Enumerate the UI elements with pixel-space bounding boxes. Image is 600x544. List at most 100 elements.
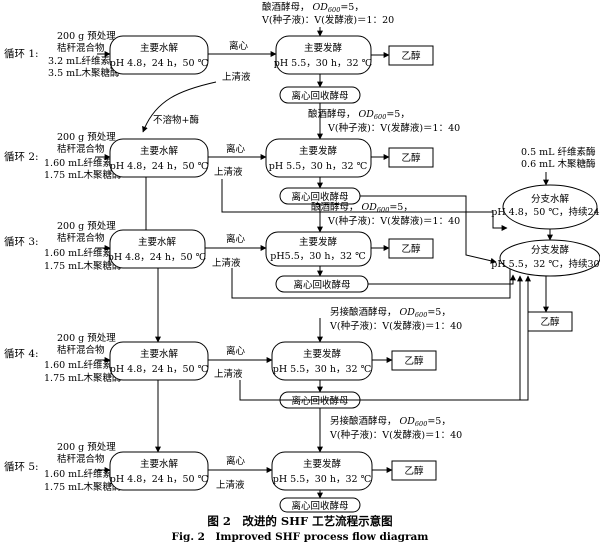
cycle-5-inoculum-yeast: 另接酿酒酵母，OD600=5， xyxy=(330,415,451,428)
cycle-5-fermentation-box xyxy=(271,451,373,491)
cycle-3-cellulase: 1.60 mL纤维素酶 xyxy=(44,247,122,259)
cycle-4-ethanol: 乙醇 xyxy=(404,355,424,367)
cycle-2-feed-line2: 秸秆混合物 xyxy=(57,143,105,155)
cycle-4-inoculum-yeast: 另接酿酒酵母，OD600=5， xyxy=(330,306,451,319)
cycle-1-ethanol: 乙醇 xyxy=(401,50,421,62)
cycle-4-centrifuge-label: 离心 xyxy=(226,345,246,357)
cycle-4-ethanol-box xyxy=(391,350,437,371)
cycle-2-label: 循环 2: xyxy=(4,150,39,163)
cycle-4-hydrolysis-title: 主要水解 xyxy=(140,348,179,360)
cycle-5-supernatant: 上清液 xyxy=(216,479,245,491)
cycle-1-xylanase: 3.5 mL木聚糖酶 xyxy=(48,67,120,79)
cycle-5-xylanase: 1.75 mL木聚糖酶 xyxy=(44,481,122,493)
cycle-1-recovery: 离心回收酵母 xyxy=(291,90,348,102)
cycle-4-xylanase: 1.75 mL木聚糖酶 xyxy=(44,372,122,384)
cycle-3-fermentation-title: 主要发酵 xyxy=(299,236,338,248)
cycle-3-recovery: 离心回收酵母 xyxy=(293,279,350,291)
cycle-3-supernatant: 上清液 xyxy=(212,257,241,269)
cycle-4-feed-line1: 200 g 预处理 xyxy=(57,332,116,344)
cycle-4-hydrolysis-box xyxy=(109,341,209,381)
cycle-3-inoculum-ratio: V(种子液)：V(发酵液)＝1：40 xyxy=(327,215,460,227)
cycle-4-fermentation-condition: pH 5.5，30 h，32 ℃ xyxy=(273,364,372,375)
cycle-1-ethanol-box xyxy=(388,45,434,66)
cycle-4-inoculum-ratio: V(种子液)：V(发酵液)＝1：40 xyxy=(329,320,462,332)
branch-enzyme-cellulase: 0.5 mL 纤维素酶 xyxy=(521,146,596,158)
cycle-3-centrifuge-label: 离心 xyxy=(226,233,246,245)
cycle-1-inoculum-yeast: 酿酒酵母，OD600=5， xyxy=(262,1,364,14)
cycle-1-supernatant: 上清液 xyxy=(222,71,251,83)
cycle-2-recovery: 离心回收酵母 xyxy=(291,191,348,203)
cycle-1-cellulase: 3.2 mL纤维素酶 xyxy=(48,55,120,67)
cycle-1-hydrolysis-condition: pH 4.8，24 h，50 ℃ xyxy=(110,58,209,69)
cycle-3-fermentation-box xyxy=(265,231,372,267)
cycle-5-fermentation-title: 主要发酵 xyxy=(303,458,342,470)
cycle-2-ethanol: 乙醇 xyxy=(401,152,421,164)
cycle-3-inoculum-yeast: 酿酒酵母，OD600=5， xyxy=(311,201,413,214)
cycle-5-feed-line2: 秸秆混合物 xyxy=(57,453,105,465)
cycle-2-centrifuge-label: 离心 xyxy=(226,143,246,155)
cycle-3-fermentation-condition: pH5.5，30 h，32 ℃ xyxy=(270,251,366,262)
cycle-2-ethanol-box xyxy=(388,147,434,168)
branch-enzyme-xylanase: 0.6 mL 木聚糖酶 xyxy=(521,158,596,170)
cycle-1-feed-line2: 秸秆混合物 xyxy=(57,42,105,54)
cycle-3-hydrolysis-title: 主要水解 xyxy=(138,236,177,248)
cycle-5-label: 循环 5: xyxy=(4,460,39,473)
cycle-4-supernatant: 上清液 xyxy=(214,368,243,380)
cycle-4-recovery: 离心回收酵母 xyxy=(291,395,348,407)
cycle-5-hydrolysis-box xyxy=(109,451,209,491)
cycle-1-centrifuge-label: 离心 xyxy=(229,40,249,52)
cycle-5-cellulase: 1.60 mL纤维素酶 xyxy=(44,468,122,480)
cycle-2-hydrolysis-box xyxy=(109,138,209,178)
cycle-5-ethanol-box xyxy=(391,460,437,481)
cycle-3-hydrolysis-condition: pH 4.8，24 h，50 ℃ xyxy=(108,252,207,263)
cycle-3-feed-line1: 200 g 预处理 xyxy=(57,220,116,232)
branch-hydrolysis-condition: pH 4.8，50 ℃，持续24 h xyxy=(491,206,600,218)
cycle-2-xylanase: 1.75 mL木聚糖酶 xyxy=(44,169,122,181)
branch-hydrolysis-title: 分支水解 xyxy=(531,193,570,205)
cycle-5-feed-line1: 200 g 预处理 xyxy=(57,441,116,453)
cycle-2-supernatant: 上清液 xyxy=(214,166,243,178)
cycle-5-ethanol: 乙醇 xyxy=(404,465,424,477)
cycle-5-hydrolysis-title: 主要水解 xyxy=(140,458,179,470)
cycle-4-label: 循环 4: xyxy=(4,347,39,360)
cycle-1-hydrolysis-box xyxy=(109,35,209,75)
cycle-2-fermentation-box xyxy=(265,138,372,178)
cycle-2-fermentation-condition: pH 5.5，30 h，32 ℃ xyxy=(269,161,368,172)
cycle-2-hydrolysis-condition: pH 4.8，24 h，50 ℃ xyxy=(110,161,209,172)
cycle-1-hydrolysis-title: 主要水解 xyxy=(140,42,179,54)
cycle-3-xylanase: 1.75 mL木聚糖酶 xyxy=(44,260,122,272)
cycle-2-cellulase: 1.60 mL纤维素酶 xyxy=(44,157,122,169)
cycle-2-hydrolysis-title: 主要水解 xyxy=(140,145,179,157)
cycle-1-fermentation-title: 主要发酵 xyxy=(304,42,343,54)
cycle-2-inoculum-yeast: 酿酒酵母，OD600=5， xyxy=(308,108,410,121)
cycle-5-centrifuge-label: 离心 xyxy=(226,455,246,467)
cycle-5-recovery-box xyxy=(279,497,361,513)
cycle-3-feed-line2: 秸秆混合物 xyxy=(57,232,105,244)
cycle-2-inoculum-ratio: V(种子液)：V(发酵液)＝1：40 xyxy=(327,122,460,134)
cycle-3-ethanol-box xyxy=(388,238,434,259)
cycle-4-fermentation-box xyxy=(271,341,373,381)
cycle-2-feed-line1: 200 g 预处理 xyxy=(57,131,116,143)
cycle-5-fermentation-condition: pH 5.5，30 h，32 ℃ xyxy=(273,474,372,485)
cycle-4-hydrolysis-condition: pH 4.8，24 h，50 ℃ xyxy=(110,364,209,375)
cycle-1-label: 循环 1: xyxy=(4,47,39,60)
cycle-1-insoluble-enzyme: 不溶物+酶 xyxy=(153,114,199,126)
branch-fermentation-title: 分支发酵 xyxy=(531,244,570,256)
cycle-5-hydrolysis-condition: pH 4.8，24 h，50 ℃ xyxy=(110,474,209,485)
cycle-2-fermentation-title: 主要发酵 xyxy=(299,145,338,157)
cycle-3-label: 循环 3: xyxy=(4,235,39,248)
branch-fermentation-ellipse xyxy=(499,239,600,277)
cycle-1-inoculum-ratio: V(种子液)：V(发酵液)＝1：20 xyxy=(261,14,394,26)
branch-ethanol: 乙醇 xyxy=(540,316,560,328)
cycle-5-inoculum-ratio: V(种子液)：V(发酵液)＝1：40 xyxy=(329,429,462,441)
cycle-1-feed-line1: 200 g 预处理 xyxy=(57,30,116,42)
caption-english: Fig. 2 Improved SHF process flow diagram xyxy=(172,531,429,543)
caption-chinese: 图 2 改进的 SHF 工艺流程示意图 xyxy=(207,514,392,528)
cycle-1-fermentation-condition: pH 5.5，30 h，32 ℃ xyxy=(274,58,373,69)
cycle-4-fermentation-title: 主要发酵 xyxy=(303,348,342,360)
cycle-5-recovery: 离心回收酵母 xyxy=(291,500,348,512)
cycle-4-cellulase: 1.60 mL纤维素酶 xyxy=(44,359,122,371)
cycle-3-ethanol: 乙醇 xyxy=(401,243,421,255)
cycle-4-feed-line2: 秸秆混合物 xyxy=(57,344,105,356)
